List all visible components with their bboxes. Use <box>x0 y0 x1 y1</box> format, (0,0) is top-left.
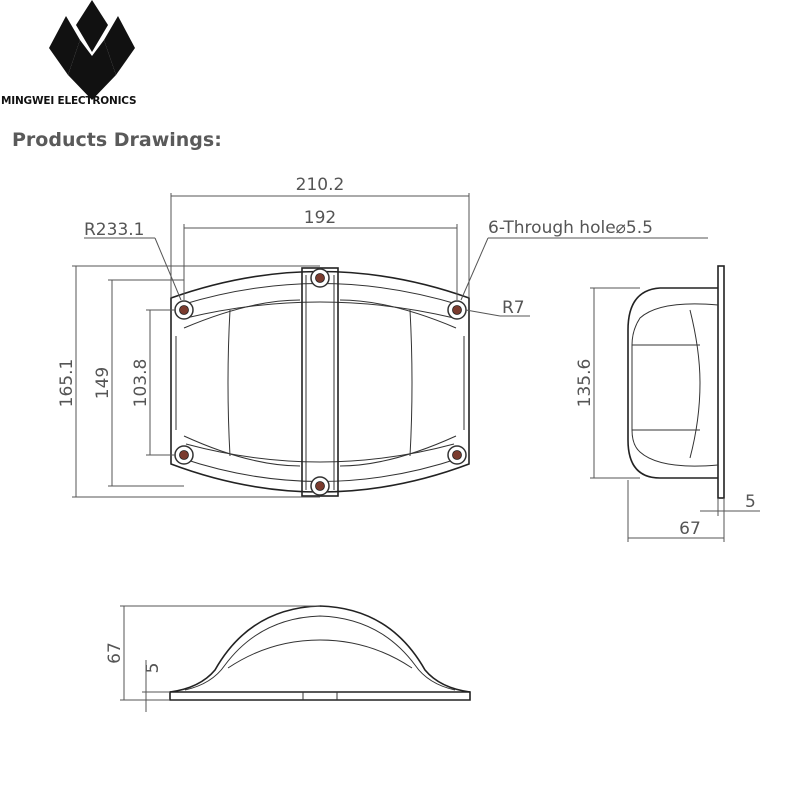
bottom-view: 67 5 <box>105 605 471 712</box>
dim-body-height: 149 <box>93 367 113 399</box>
mingwei-logo-icon <box>49 0 135 100</box>
front-view: 210.2 192 R233.1 6-Through hole⌀5.5 R7 1… <box>57 175 708 498</box>
dim-outer-radius: R233.1 <box>84 220 144 240</box>
dim-overall-width: 210.2 <box>296 175 345 195</box>
mounting-hole <box>310 476 330 496</box>
bottom-flange <box>169 691 471 701</box>
holes-note: 6-Through hole⌀5.5 <box>488 218 653 238</box>
mounting-hole <box>174 300 194 320</box>
mounting-hole <box>447 300 467 320</box>
section-title: Products Drawings: <box>12 129 222 151</box>
dim-side-depth: 67 <box>679 519 701 539</box>
dim-side-flange: 5 <box>745 492 756 512</box>
dim-side-height: 135.6 <box>575 359 595 408</box>
side-body <box>627 287 718 479</box>
mounting-hole <box>310 268 330 288</box>
dim-overall-height: 165.1 <box>57 359 77 408</box>
bottom-body <box>169 605 471 693</box>
dim-bottom-height: 67 <box>105 642 125 664</box>
front-center-bar <box>301 267 339 497</box>
front-outline <box>170 270 470 493</box>
brand-name: MINGWEI ELECTRONICS <box>1 95 137 107</box>
mounting-hole <box>447 445 467 465</box>
dim-bottom-flange: 5 <box>143 663 163 674</box>
mounting-hole <box>174 445 194 465</box>
dim-mouth-height: 103.8 <box>131 359 151 408</box>
dim-corner-radius: R7 <box>502 298 525 318</box>
dim-hole-spacing: 192 <box>304 208 336 228</box>
side-view: 135.6 5 67 <box>575 265 760 542</box>
side-flange <box>717 265 725 499</box>
